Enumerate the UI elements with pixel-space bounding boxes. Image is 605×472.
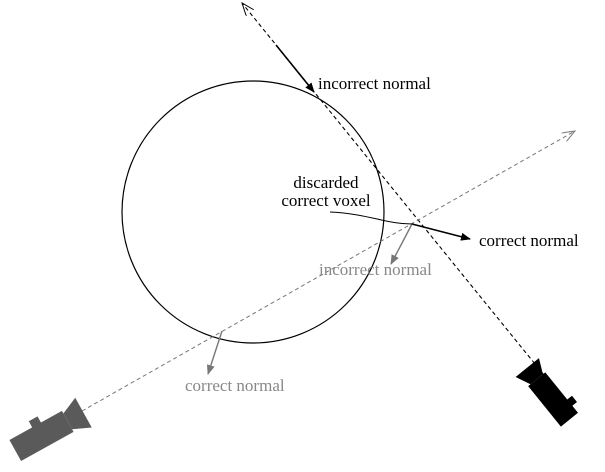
- black-correct-normal-arrow: [411, 223, 471, 241]
- label-correct-normal-black: correct normal: [479, 231, 579, 250]
- voxel-pointer-curve: [329, 211, 413, 225]
- label-correct-voxel: correct voxel: [281, 191, 370, 210]
- black-viewing-ray: [242, 3, 549, 381]
- object-circle: [121, 80, 385, 344]
- gray-incorrect-normal-arrow: [390, 223, 413, 265]
- black-camera-icon: [515, 358, 578, 427]
- gray-correct-normal-arrow: [206, 330, 223, 375]
- gray-camera-icon: [9, 397, 92, 461]
- label-incorrect-normal-black: incorrect normal: [318, 74, 431, 93]
- gray-viewing-ray: [81, 131, 575, 412]
- label-incorrect-normal-gray: incorrect normal: [319, 260, 432, 279]
- label-discarded: discarded: [293, 173, 359, 192]
- black-incorrect-normal-arrow: [275, 44, 315, 93]
- label-correct-normal-gray: correct normal: [185, 376, 285, 395]
